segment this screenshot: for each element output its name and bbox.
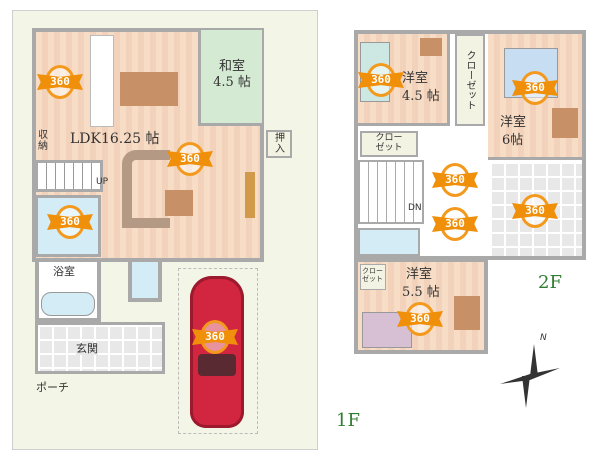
dn-label: DN <box>408 203 422 213</box>
parking-space <box>178 268 258 434</box>
compass-north: N <box>540 333 547 343</box>
storage-label: 収納 <box>38 130 48 152</box>
room-name: 和室 <box>218 59 245 74</box>
bath-label: 浴室 <box>53 265 75 278</box>
walkin-label: クローゼット <box>464 50 475 110</box>
toilet-2f <box>358 228 420 256</box>
toilet <box>128 258 162 302</box>
panorama-360-button[interactable]: 360 <box>47 205 93 239</box>
entrance: 玄関 <box>35 322 165 374</box>
room-size: 5.5 帖 <box>402 285 440 300</box>
panorama-360-button[interactable]: 360 <box>167 142 213 176</box>
panorama-360-button[interactable]: 360 <box>432 163 478 197</box>
panorama-360-button[interactable]: 360 <box>358 63 404 97</box>
staircase <box>35 160 103 192</box>
panorama-360-button[interactable]: 360 <box>37 65 83 99</box>
closet-label: 押入 <box>266 130 292 158</box>
room-size: 4.5 帖 <box>213 75 251 90</box>
compass-icon: N <box>498 333 562 410</box>
sofa <box>122 150 170 228</box>
closet-2f: クロー ゼット <box>360 131 418 157</box>
room-name: 洋室 <box>406 267 433 282</box>
closet-label: クロー ゼット <box>362 267 383 283</box>
bathtub <box>41 292 95 316</box>
dining-table <box>120 72 178 106</box>
panorama-360-button[interactable]: 360 <box>397 302 443 336</box>
floor-2-title: 2F <box>538 272 562 293</box>
room-name: 洋室 <box>402 71 429 86</box>
tatami-room: 和室 4.5 帖 <box>198 30 262 126</box>
tv-stand <box>245 172 255 218</box>
western-room-3: クロー ゼット 洋室 5.5 帖 <box>354 258 488 354</box>
entrance-label: 玄関 <box>76 342 98 356</box>
floor-1-title: 1F <box>336 410 360 431</box>
panorama-360-button[interactable]: 360 <box>512 71 558 105</box>
room-size: 4.5 帖 <box>402 89 440 104</box>
porch-label: ポーチ <box>36 381 69 394</box>
walk-in-closet: クローゼット <box>455 34 485 126</box>
room-name: 洋室 <box>500 115 527 130</box>
room-size: 6帖 <box>502 133 524 148</box>
bathroom: 浴室 <box>35 258 101 322</box>
staircase-2f <box>358 160 424 224</box>
panorama-360-button[interactable]: 360 <box>192 320 238 354</box>
panorama-360-button[interactable]: 360 <box>432 207 478 241</box>
coffee-table <box>165 190 193 216</box>
up-label: UP <box>96 177 109 187</box>
kitchen-counter <box>90 35 114 127</box>
closet-label: クロー ゼット <box>375 133 403 153</box>
ldk-label: LDK16.25 帖 <box>70 131 160 147</box>
panorama-360-button[interactable]: 360 <box>512 194 558 228</box>
